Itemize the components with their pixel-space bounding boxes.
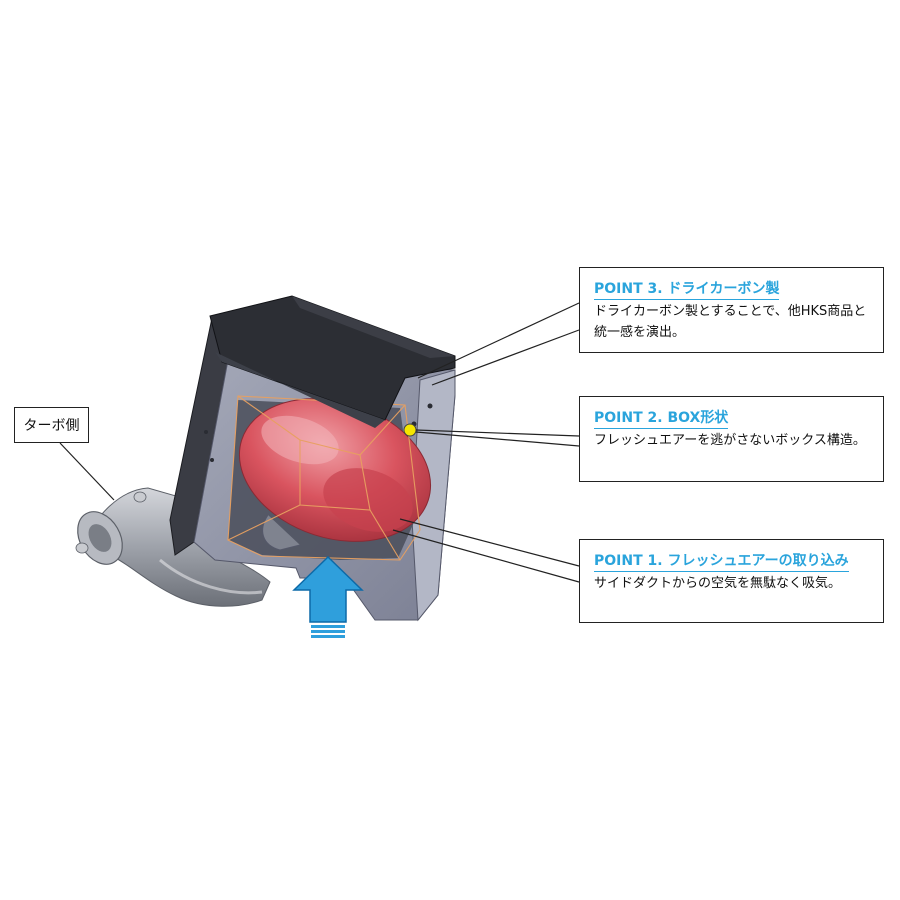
point-2-title: POINT 2. BOX形状 <box>594 407 729 429</box>
intake-arrow-icon <box>292 555 364 638</box>
point-1-title: POINT 1. フレッシュエアーの取り込み <box>594 550 849 572</box>
point-1-callout: POINT 1. フレッシュエアーの取り込み サイドダクトからの空気を無駄なく吸… <box>579 539 884 623</box>
point-2-callout: POINT 2. BOX形状 フレッシュエアーを逃がさないボックス構造。 <box>579 396 884 482</box>
marker-dot-icon <box>403 423 417 437</box>
point-3-callout: POINT 3. ドライカーボン製 ドライカーボン製とすることで、他HKS商品と… <box>579 267 884 353</box>
point-1-description: サイドダクトからの空気を無駄なく吸気。 <box>594 576 842 591</box>
air-filter <box>238 398 432 551</box>
box-wireframe <box>227 395 421 561</box>
point-3-title: POINT 3. ドライカーボン製 <box>594 278 780 300</box>
turbo-side-label: ターボ側 <box>14 407 89 443</box>
leader-lines <box>59 302 580 583</box>
point-2-description: フレッシュエアーを逃がさないボックス構造。 <box>594 433 866 448</box>
point-3-description: ドライカーボン製とすることで、他HKS商品と統一感を演出。 <box>594 304 867 340</box>
